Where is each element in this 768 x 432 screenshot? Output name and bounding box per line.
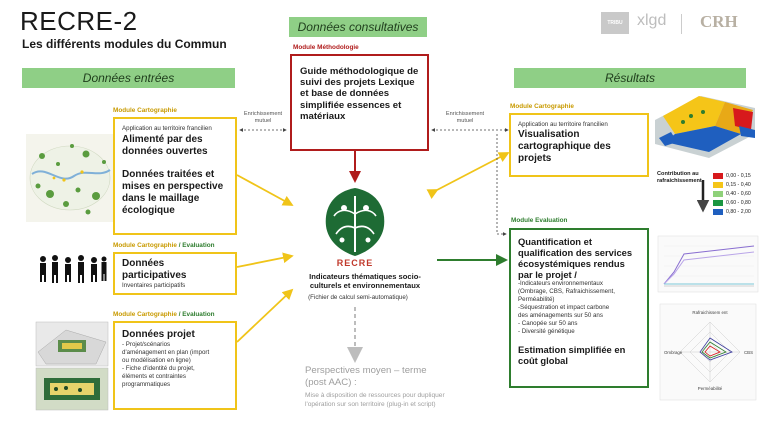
legend-row-3: 0,40 - 0,60: [713, 190, 751, 198]
evaluation-line-3: Perméabilité): [518, 296, 555, 303]
participatif-sub: Inventaires participatifs: [122, 282, 186, 289]
legend-swatch-green: [713, 199, 723, 206]
perspectives-sub: (post AAC) :: [305, 377, 357, 388]
projet-line-4: - Fiche d'identité du projet,: [122, 365, 195, 372]
legend-label-5: 0,80 - 2,00: [726, 209, 751, 215]
legend-row-4: 0,60 - 0,80: [713, 199, 751, 207]
perspectives-text: Mise à disposition de ressources pour du…: [305, 392, 445, 408]
module-methodologie-label: Module Méthodologie: [293, 44, 359, 51]
band-resultats: Résultats: [514, 68, 746, 88]
evaluation-line-4: -Séquestration et impact carbone: [518, 304, 610, 311]
carto-right-title: Visualisation cartographique des projets: [518, 129, 611, 164]
participatif-title: Données participatives: [122, 258, 187, 281]
legend-label-2: 0,15 - 0,40: [726, 182, 751, 188]
legend-row-2: 0,15 - 0,40: [713, 181, 751, 189]
projet-line-6: programmatiques: [122, 381, 171, 388]
band-donnees-consultatives: Données consultatives: [289, 17, 427, 37]
radar-axis-right: CBS: [744, 350, 753, 355]
module-cartographie-label-left: Module Cartographie: [113, 107, 177, 114]
logo-divider: [681, 14, 682, 34]
projet-box: Données projet - Projet/scénarios d'amén…: [113, 321, 237, 410]
center-sub: (Fichier de calcul semi-automatique): [308, 294, 408, 301]
3d-map-thumbnail: [655, 96, 755, 158]
legend-row-5: 0,80 - 2,00: [713, 208, 751, 216]
contribution-title: Contribution au rafraichissement: [657, 171, 702, 184]
paris-map-thumbnail: [26, 134, 114, 222]
contribution-legend: 0,00 - 0,15 0,15 - 0,40 0,40 - 0,60 0,60…: [713, 172, 763, 220]
center-title: Indicateurs thématiques socio-culturels …: [309, 272, 421, 291]
radar-chart-thumbnail: Rafraichissem ent CBS Perméabilité Ombra…: [659, 303, 757, 401]
radar-axis-left: Ombrage: [664, 350, 683, 355]
carto-left-title1: Alimenté par des données ouvertes: [122, 134, 208, 157]
evaluation-line-7: - Diversité génétique: [518, 328, 575, 335]
evaluation-line-2: (Ombrage, CBS, Rafraichissement,: [518, 288, 615, 295]
recre-leaf-logo: [325, 188, 385, 256]
tribu-logo: TRIBU: [601, 12, 629, 34]
line-chart-thumbnail: [657, 235, 759, 293]
legend-label-3: 0,40 - 0,60: [726, 191, 751, 197]
module-cartographie-label-right: Module Cartographie: [510, 103, 574, 110]
evaluation-line-6: - Canopée sur 50 ans: [518, 320, 578, 327]
evaluation-line-5: des aménagements sur 50 ans: [518, 312, 603, 319]
legend-swatch-blue: [713, 208, 723, 215]
projet-line-1: - Projet/scénarios: [122, 341, 171, 348]
evaluation-footer: Estimation simplifiée en coût global: [518, 344, 626, 366]
recre-logo-text: RECRE: [336, 258, 374, 268]
xlgd-logo: xlgd: [637, 12, 667, 29]
module-evaluation-label: Module Evaluation: [511, 217, 568, 224]
projet-title: Données projet: [122, 329, 195, 340]
enrichissement-left-note: Enrichissement mutuel: [243, 111, 283, 124]
evaluation-line-1: -Indicateurs environnementaux: [518, 280, 603, 287]
projet-label-eval: / Evaluation: [178, 311, 215, 318]
participatif-label-eval: / Evaluation: [178, 242, 215, 249]
evaluation-title: Quantification et qualification des serv…: [518, 236, 633, 280]
legend-row-1: 0,00 - 0,15: [713, 172, 751, 180]
carto-left-box: Application au territoire francilien Ali…: [113, 117, 237, 235]
carto-left-title2: Données traitées et mises en perspective…: [122, 169, 224, 216]
page-subtitle: Les différents modules du Commun: [22, 37, 227, 51]
carto-right-small: Application au territoire francilien: [518, 121, 608, 128]
people-silhouettes: [40, 255, 107, 283]
legend-label-1: 0,00 - 0,15: [726, 173, 751, 179]
projet-label-carto: Module Cartographie: [113, 311, 177, 318]
perspectives-title: Perspectives moyen – terme: [305, 365, 427, 376]
participatif-label-carto: Module Cartographie: [113, 242, 177, 249]
carto-right-box: Application au territoire francilien Vis…: [509, 113, 649, 177]
radar-axis-top: Rafraichissem ent: [692, 310, 728, 315]
participatif-module-label: Module Cartographie / Evaluation: [113, 242, 215, 249]
crh-logo: CRH: [700, 12, 738, 31]
legend-swatch-yellow: [713, 181, 723, 188]
legend-swatch-red: [713, 172, 723, 179]
methodologie-text: Guide méthodologique de suivi des projet…: [300, 66, 419, 122]
projet-module-label: Module Cartographie / Evaluation: [113, 311, 215, 318]
projet-line-2: d'aménagement en plan (import: [122, 349, 210, 356]
projet-line-5: éléments et contraintes: [122, 373, 186, 380]
legend-swatch-lightgreen: [713, 190, 723, 197]
carto-left-small: Application au territoire francilien: [122, 125, 212, 132]
evaluation-box: Quantification et qualification des serv…: [509, 228, 649, 388]
projet-line-3: ou modélisation en ligne): [122, 357, 191, 364]
enrichissement-right-note: Enrichissement mutuel: [445, 111, 485, 124]
radar-axis-bottom: Perméabilité: [698, 386, 723, 391]
participatif-box: Données participatives Inventaires parti…: [113, 252, 237, 295]
page-title: RECRE-2: [20, 6, 138, 36]
legend-label-4: 0,60 - 0,80: [726, 200, 751, 206]
methodologie-box: Guide méthodologique de suivi des projet…: [290, 54, 429, 151]
projet-plan-thumbnails: [35, 321, 109, 411]
band-donnees-entrees: Données entrées: [22, 68, 235, 88]
